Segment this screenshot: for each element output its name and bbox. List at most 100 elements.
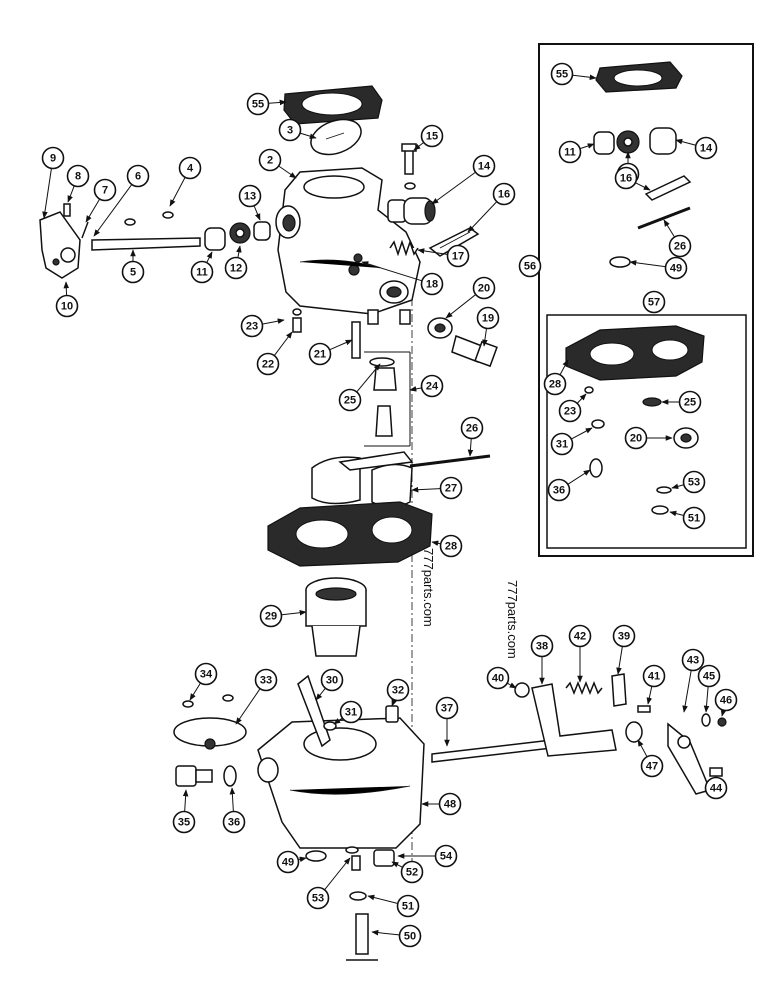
callout-leader [169, 177, 186, 207]
callout-number: 31 [345, 707, 357, 719]
callout-leader [182, 789, 189, 812]
watermark-text-2: 777parts.com [505, 580, 520, 659]
callout-bubble [681, 648, 705, 672]
callout-number: 25 [344, 395, 356, 407]
callout-number: 21 [314, 349, 326, 361]
callout-14: 14 [675, 136, 718, 160]
callout-7: 7 [85, 178, 117, 223]
callout-leader [417, 248, 448, 255]
callout-number: 5 [130, 267, 136, 279]
callout-number: 36 [553, 485, 565, 497]
callout-number: 13 [244, 191, 256, 203]
callout-number: 11 [196, 267, 208, 279]
washer-49-bottom [305, 850, 327, 862]
float-pin-21 [351, 321, 361, 359]
callout-number: 49 [282, 857, 294, 869]
main-jet-50 [346, 913, 378, 961]
callout-bubble [386, 678, 410, 702]
callout-leader [577, 393, 587, 404]
callout-number: 56 [524, 261, 536, 273]
callout-leader [268, 99, 287, 106]
kit-washer-53 [656, 486, 672, 494]
callout-number: 51 [402, 901, 414, 913]
washer-45 [701, 713, 711, 727]
screw-41 [637, 705, 651, 713]
callout-leader [93, 184, 132, 237]
callout-leader [253, 205, 261, 221]
callout-12: 12 [224, 245, 248, 280]
callout-23: 23 [240, 314, 285, 338]
callout-leader [572, 74, 597, 81]
callout-number: 6 [135, 171, 141, 183]
watermark-text: 777parts.com [421, 548, 436, 627]
callout-number: 23 [564, 406, 576, 418]
callout-number: 10 [61, 301, 73, 313]
callout-bubble [306, 886, 330, 910]
callout-bubble [278, 118, 302, 142]
callout-bubble [246, 92, 270, 116]
venturi-29 [305, 577, 367, 657]
lever-43 [667, 722, 712, 795]
callout-bubble [697, 664, 721, 688]
callout-51: 51 [669, 506, 706, 530]
screw-22 [292, 308, 302, 333]
callout-44: 44 [704, 775, 728, 800]
float-pin-26 [409, 454, 491, 468]
callout-number: 22 [262, 359, 274, 371]
fuel-bowl-48 [257, 717, 425, 849]
callout-22: 22 [256, 331, 293, 376]
callout-leader [482, 328, 488, 347]
fitting-20 [427, 317, 453, 339]
callout-leader [85, 199, 100, 223]
callout-26: 26 [460, 416, 484, 457]
screw-8 [63, 203, 71, 217]
callout-28: 28 [431, 534, 463, 558]
callout-number: 45 [703, 671, 715, 683]
callout-bubble [640, 754, 664, 778]
callout-bubble [550, 432, 574, 456]
callout-number: 33 [260, 675, 272, 687]
callout-42: 42 [568, 624, 592, 683]
callout-number: 15 [426, 131, 438, 143]
callout-39: 39 [612, 624, 636, 675]
kit-fitting-20 [673, 427, 699, 449]
kit-pin-26 [637, 206, 691, 230]
callout-36: 36 [222, 787, 246, 834]
callout-bubble [472, 154, 496, 178]
callout-bubble [518, 254, 542, 278]
fitting-47 [625, 721, 643, 743]
gasket-28 [267, 501, 433, 567]
callout-leader [663, 219, 675, 237]
bushing-13 [253, 221, 271, 241]
callout-bubble [668, 234, 692, 258]
callout-leader [675, 138, 696, 146]
kit-seal-12 [616, 130, 640, 154]
callout-54: 54 [397, 844, 458, 868]
callout-number: 27 [445, 483, 457, 495]
callout-leader [507, 682, 517, 689]
callout-leader [580, 143, 595, 149]
callout-number: 38 [536, 641, 548, 653]
screw-44 [709, 767, 723, 777]
callout-number: 25 [684, 397, 696, 409]
kit-gasket-28 [565, 325, 705, 381]
callout-bubble [460, 416, 484, 440]
callout-number: 14 [700, 143, 713, 155]
callout-leader [278, 165, 297, 179]
callout-49: 49 [629, 256, 688, 280]
callout-bubble [259, 604, 283, 628]
callout-leader [571, 427, 593, 440]
callout-bubble [476, 306, 500, 330]
callout-leader [361, 261, 422, 282]
callout-bubble [400, 860, 424, 884]
kit-washer-25 [642, 397, 662, 407]
plug-18 [353, 253, 363, 263]
callout-31: 31 [333, 700, 363, 725]
bracket-39 [611, 673, 627, 707]
callout-21: 21 [308, 339, 353, 366]
callout-number: 39 [618, 631, 630, 643]
callout-number: 53 [688, 477, 700, 489]
washer-31 [323, 721, 337, 731]
callout-48: 48 [421, 792, 462, 816]
throttle-body-2 [275, 167, 421, 325]
